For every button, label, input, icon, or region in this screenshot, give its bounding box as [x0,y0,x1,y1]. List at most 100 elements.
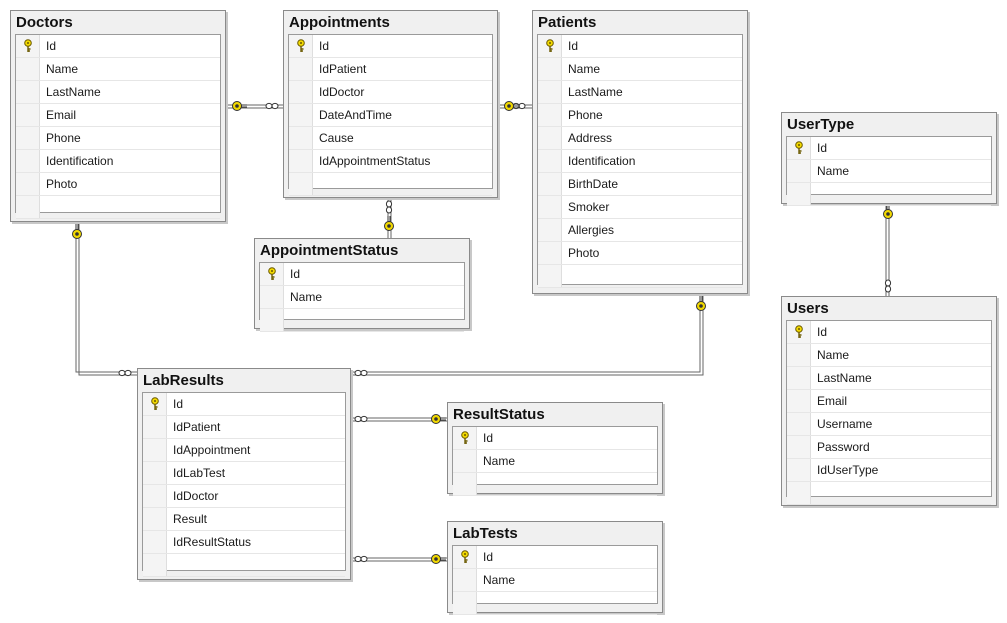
field-row[interactable]: IdDoctor [143,485,345,508]
row-header [143,416,167,438]
field-row[interactable]: Id [143,393,345,416]
row-header [453,450,477,472]
field-row[interactable]: Cause [289,127,492,150]
key-end-icon [431,554,446,564]
field-row[interactable]: LastName [538,81,742,104]
field-name: Id [568,39,579,53]
row-header [538,265,562,287]
key-end-icon [504,101,520,111]
field-row[interactable]: IdUserType [787,459,991,482]
infinity-end-icon [354,415,368,423]
field-row[interactable]: Identification [16,150,220,173]
row-header [538,150,562,172]
field-row[interactable]: Name [453,569,657,592]
field-row[interactable]: Photo [16,173,220,196]
field-row[interactable]: Name [538,58,742,81]
key-icon [460,550,470,564]
field-row[interactable]: Address [538,127,742,150]
key-icon [150,397,160,411]
field-name: Identification [46,154,114,168]
field-row[interactable]: Phone [16,127,220,150]
field-row[interactable]: IdPatient [143,416,345,439]
field-row[interactable]: IdPatient [289,58,492,81]
field-row[interactable]: Name [787,160,991,183]
field-name: Id [173,397,184,411]
field-row[interactable]: Email [787,390,991,413]
key-icon [545,39,555,53]
field-row[interactable]: IdAppointment [143,439,345,462]
field-row[interactable]: Id [453,427,657,450]
field-row[interactable]: IdLabTest [143,462,345,485]
empty-row[interactable] [260,309,464,332]
field-row[interactable]: BirthDate [538,173,742,196]
row-header [143,554,167,576]
row-header [538,196,562,218]
field-row[interactable]: Photo [538,242,742,265]
field-row[interactable]: LastName [787,367,991,390]
empty-row[interactable] [787,183,991,206]
empty-row[interactable] [453,592,657,615]
rel-patients-labresults [351,294,701,373]
field-name: Result [173,512,208,526]
field-row[interactable]: LastName [16,81,220,104]
key-end-icon [883,204,893,219]
field-row[interactable]: Email [16,104,220,127]
field-row[interactable]: Name [787,344,991,367]
empty-row[interactable] [16,196,220,219]
field-name: Password [817,440,870,454]
empty-row[interactable] [289,173,492,196]
field-row[interactable]: Name [260,286,464,309]
field-row[interactable]: Id [538,35,742,58]
field-row[interactable]: Id [16,35,220,58]
row-header [143,531,167,553]
field-row[interactable]: Result [143,508,345,531]
field-row[interactable]: Username [787,413,991,436]
field-row[interactable]: Id [453,546,657,569]
field-name: IdPatient [319,62,367,76]
field-row[interactable]: Phone [538,104,742,127]
field-row[interactable]: Smoker [538,196,742,219]
field-row[interactable]: IdAppointmentStatus [289,150,492,173]
field-row[interactable]: Id [787,321,991,344]
field-row[interactable]: Id [787,137,991,160]
field-row[interactable]: Name [16,58,220,81]
table-title: LabTests [453,525,518,542]
infinity-end-icon [118,369,132,377]
empty-row[interactable] [787,482,991,505]
field-row[interactable]: IdDoctor [289,81,492,104]
field-name: Name [483,573,516,587]
infinity-end-icon [354,555,368,563]
field-row[interactable]: Identification [538,150,742,173]
field-row[interactable]: Password [787,436,991,459]
empty-row[interactable] [143,554,345,577]
field-row[interactable]: Name [453,450,657,473]
empty-row[interactable] [453,473,657,496]
table-title: ResultStatus [453,406,545,423]
row-header [289,58,313,80]
row-header [16,35,40,57]
field-name: Username [817,417,873,431]
key-icon [794,141,804,155]
field-row[interactable]: DateAndTime [289,104,492,127]
row-header [538,35,562,57]
field-row[interactable]: Id [289,35,492,58]
row-header [289,81,313,103]
field-row[interactable]: Allergies [538,219,742,242]
field-row[interactable]: IdResultStatus [143,531,345,554]
field-row[interactable]: Id [260,263,464,286]
row-header [453,473,477,495]
field-name: IdAppointmentStatus [319,154,431,168]
empty-row[interactable] [538,265,742,288]
